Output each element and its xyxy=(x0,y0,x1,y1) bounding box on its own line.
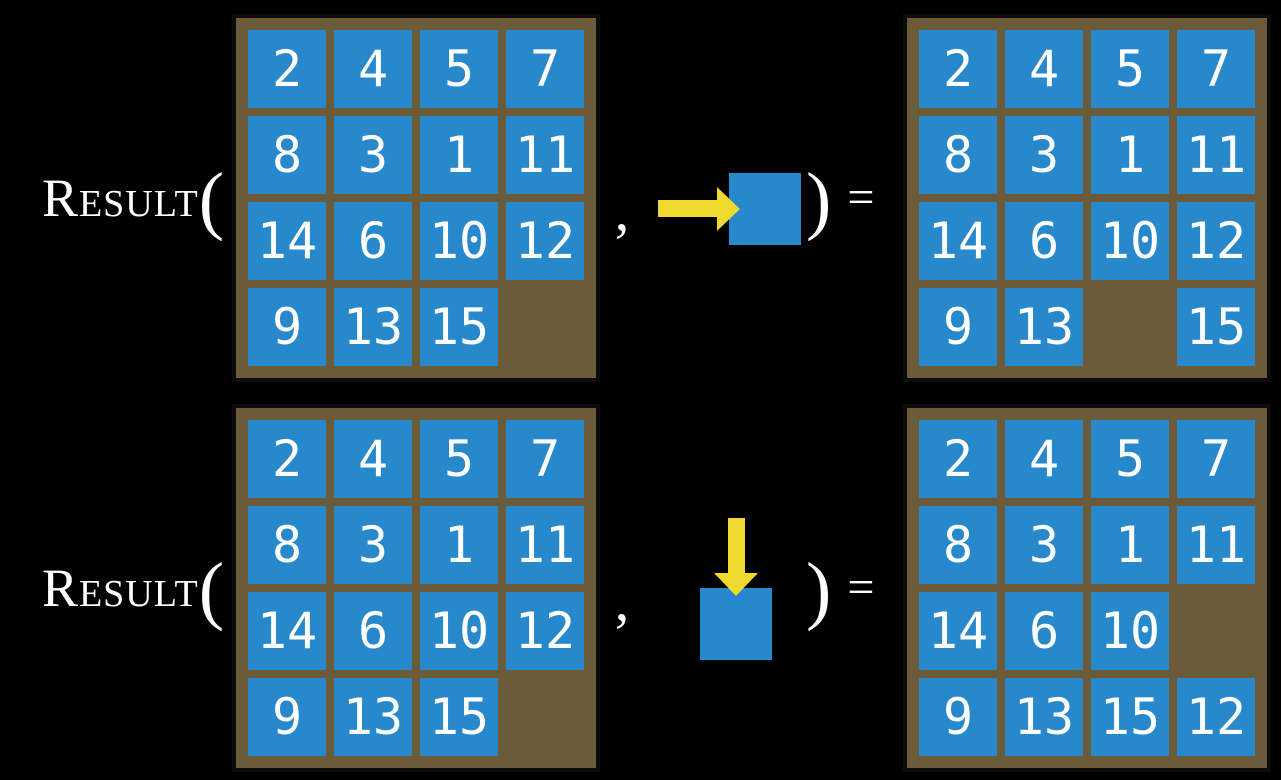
puzzle-tile: 2 xyxy=(919,420,997,498)
right-arrow-icon xyxy=(658,187,740,231)
puzzle-tile: 2 xyxy=(248,30,326,108)
puzzle-tile: 14 xyxy=(919,592,997,670)
puzzle-tile: 1 xyxy=(1091,506,1169,584)
puzzle-tile: 7 xyxy=(506,30,584,108)
puzzle-tile: 15 xyxy=(420,288,498,366)
puzzle-tile: 9 xyxy=(248,288,326,366)
puzzle-tile: 15 xyxy=(1091,678,1169,756)
moving-tile xyxy=(700,588,772,660)
moving-tile xyxy=(729,173,801,245)
puzzle-tile: 1 xyxy=(420,116,498,194)
puzzle-tile: 3 xyxy=(334,506,412,584)
puzzle-tile: 2 xyxy=(248,420,326,498)
puzzle-tile: 5 xyxy=(420,30,498,108)
empty-cell xyxy=(1177,592,1255,670)
puzzle-tile: 14 xyxy=(248,202,326,280)
puzzle-tile: 6 xyxy=(1005,202,1083,280)
function-name: Result xyxy=(41,168,199,228)
puzzle-tile: 4 xyxy=(334,30,412,108)
puzzle-tile: 10 xyxy=(420,202,498,280)
puzzle-tile: 13 xyxy=(1005,288,1083,366)
puzzle-tile: 7 xyxy=(1177,420,1255,498)
puzzle-tile: 4 xyxy=(334,420,412,498)
puzzle-tile: 10 xyxy=(1091,592,1169,670)
close-and-equals: ) = xyxy=(806,540,874,636)
puzzle-tile: 3 xyxy=(334,116,412,194)
puzzle-tile: 13 xyxy=(1005,678,1083,756)
puzzle-tile: 9 xyxy=(919,678,997,756)
puzzle-tile: 8 xyxy=(248,116,326,194)
argument-separator: , xyxy=(614,177,630,243)
puzzle-tile: 6 xyxy=(334,202,412,280)
puzzle-tile: 5 xyxy=(1091,30,1169,108)
puzzle-tile: 6 xyxy=(334,592,412,670)
slide-down-action-figure xyxy=(700,518,772,660)
puzzle-tile: 7 xyxy=(506,420,584,498)
close-paren: ) xyxy=(806,548,832,632)
empty-cell xyxy=(506,288,584,366)
puzzle-tile: 8 xyxy=(919,506,997,584)
puzzle-tile: 10 xyxy=(420,592,498,670)
puzzle-tile: 2 xyxy=(919,30,997,108)
puzzle-tile: 9 xyxy=(919,288,997,366)
open-paren: ( xyxy=(198,158,224,242)
puzzle-tile: 3 xyxy=(1005,506,1083,584)
equals-sign: = xyxy=(847,561,875,614)
close-and-equals: ) = xyxy=(806,150,874,246)
puzzle-tile: 12 xyxy=(1177,678,1255,756)
open-paren: ( xyxy=(198,548,224,632)
puzzle-tile: 12 xyxy=(506,202,584,280)
puzzle-tile: 1 xyxy=(1091,116,1169,194)
puzzle-tile: 14 xyxy=(919,202,997,280)
empty-cell xyxy=(1091,288,1169,366)
puzzle-tile: 3 xyxy=(1005,116,1083,194)
puzzle-tile: 13 xyxy=(334,678,412,756)
puzzle-tile: 5 xyxy=(420,420,498,498)
down-arrow-icon xyxy=(714,518,758,596)
puzzle-tile: 15 xyxy=(420,678,498,756)
puzzle-tile: 9 xyxy=(248,678,326,756)
slide-right-action-figure xyxy=(658,173,801,245)
puzzle-tile: 12 xyxy=(1177,202,1255,280)
argument-separator: , xyxy=(614,567,630,633)
function-name: Result xyxy=(41,558,199,618)
empty-cell xyxy=(506,678,584,756)
result-function-label: Result( xyxy=(18,150,224,246)
puzzle-tile: 4 xyxy=(1005,420,1083,498)
puzzle-tile: 6 xyxy=(1005,592,1083,670)
puzzle-tile: 12 xyxy=(506,592,584,670)
close-paren: ) xyxy=(806,158,832,242)
puzzle-tile: 10 xyxy=(1091,202,1169,280)
puzzle-tile: 7 xyxy=(1177,30,1255,108)
puzzle-tile: 1 xyxy=(420,506,498,584)
puzzle-tile: 11 xyxy=(1177,506,1255,584)
puzzle-tile: 8 xyxy=(248,506,326,584)
result-function-label: Result( xyxy=(18,540,224,636)
puzzle-tile: 5 xyxy=(1091,420,1169,498)
puzzle-tile: 11 xyxy=(506,116,584,194)
puzzle-tile: 8 xyxy=(919,116,997,194)
equals-sign: = xyxy=(847,171,875,224)
puzzle-tile: 13 xyxy=(334,288,412,366)
puzzle-tile: 11 xyxy=(1177,116,1255,194)
puzzle-tile: 15 xyxy=(1177,288,1255,366)
puzzle-tile: 14 xyxy=(248,592,326,670)
puzzle-tile: 4 xyxy=(1005,30,1083,108)
puzzle-tile: 11 xyxy=(506,506,584,584)
